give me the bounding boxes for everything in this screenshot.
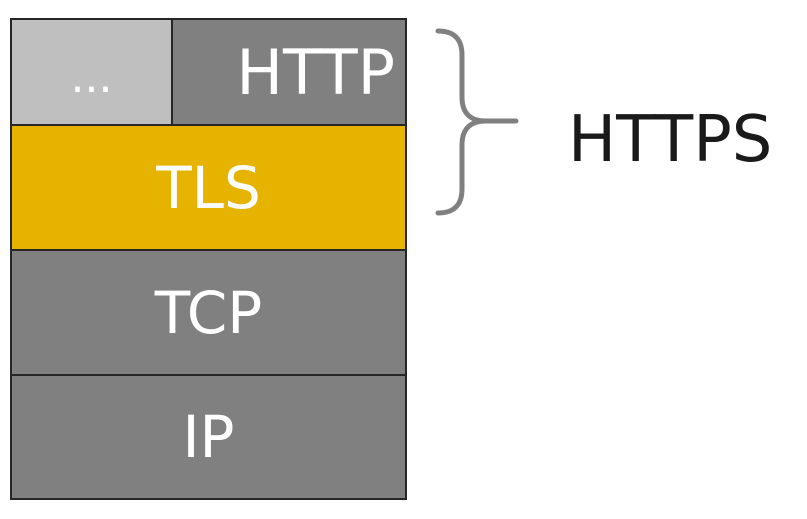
- brace-path: [435, 28, 519, 216]
- protocol-stack: ... HTTP TLS TCP IP: [10, 18, 407, 500]
- https-label: HTTPS: [568, 103, 773, 177]
- curly-brace-icon: [435, 28, 519, 216]
- tls-layer: TLS: [12, 126, 405, 249]
- ip-layer: IP: [12, 376, 405, 498]
- other-protocols-cell: ...: [12, 20, 171, 124]
- tcp-layer: TCP: [12, 251, 405, 374]
- http-layer: HTTP: [173, 20, 405, 124]
- application-layer-row: ... HTTP: [12, 20, 405, 124]
